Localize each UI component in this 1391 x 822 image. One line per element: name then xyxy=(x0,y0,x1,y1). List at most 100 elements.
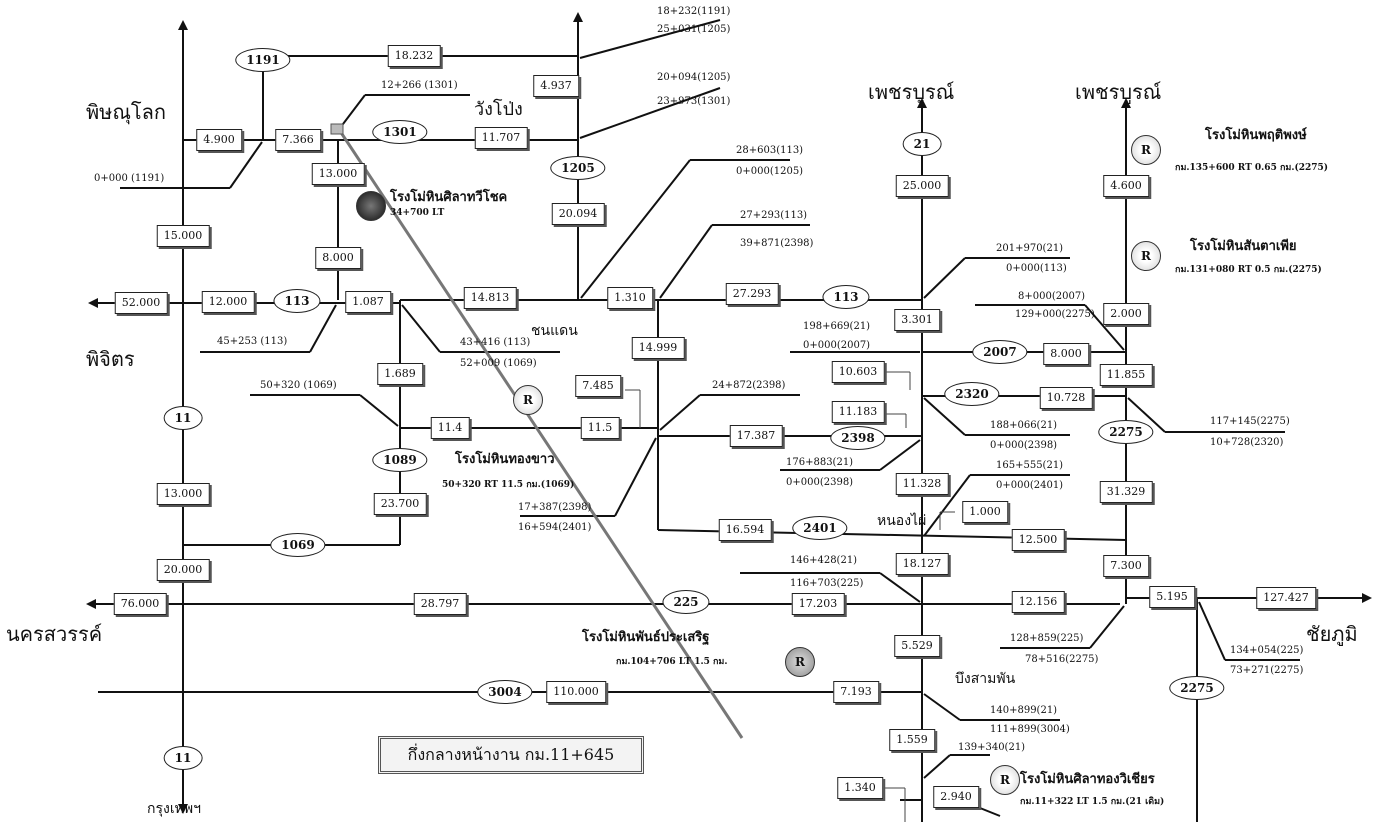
km-label: 0+000(2401) xyxy=(996,480,1064,491)
distance-box: 5.195 xyxy=(1149,586,1195,608)
leader-k32b xyxy=(879,572,921,603)
place-nakhonsawan: นครสวรรค์ xyxy=(6,622,103,646)
km-label: 10+728(2320) xyxy=(1210,437,1284,448)
distance-box: 20.000 xyxy=(156,559,210,581)
distance-box: 2.000 xyxy=(1103,303,1149,325)
distance-box: 76.000 xyxy=(113,593,167,615)
leader-k40b xyxy=(923,754,951,779)
leader-k4 xyxy=(579,87,721,139)
distance-box: 1.310 xyxy=(607,287,653,309)
km-label: 134+054(225) xyxy=(1230,645,1304,656)
distance-box: 1.689 xyxy=(377,363,423,385)
km-label: 18+232(1191) xyxy=(657,6,731,17)
distance-box: 13.000 xyxy=(156,483,210,505)
route-oval-1301: 1301 xyxy=(372,120,428,144)
distance-box: 28.797 xyxy=(413,593,467,615)
km-label: 52+009 (1069) xyxy=(460,358,537,369)
route-oval-2401: 2401 xyxy=(792,516,848,540)
leader-k3b xyxy=(339,94,366,129)
distance-box: 12.000 xyxy=(201,291,255,313)
quarry-silathawichok: โรงโม่หินศิลาทวีโชค xyxy=(390,190,508,205)
distance-box: 25.000 xyxy=(895,175,949,197)
distance-box: 8.000 xyxy=(315,247,361,269)
km-label: 165+555(21) xyxy=(996,460,1064,471)
leader-k22b xyxy=(923,397,966,436)
quarry-thongkhao: โรงโม่หินทองขาว xyxy=(455,452,555,467)
leader-k15b xyxy=(309,304,337,353)
quarry-r-marker-icon: R xyxy=(785,647,815,677)
distance-box: 15.000 xyxy=(156,225,210,247)
leader-k7b xyxy=(580,159,691,299)
place-nongphai: หนองไผ่ xyxy=(877,513,927,529)
distance-box: 16.594 xyxy=(718,519,772,541)
quarry-phanprasert: โรงโม่หินพันธ์ประเสริฐ xyxy=(582,630,710,645)
distance-box: 20.094 xyxy=(551,203,605,225)
place-chondaen: ชนแดน xyxy=(531,323,578,339)
quarry-r-marker-icon: R xyxy=(1131,135,1161,165)
km-label: 0+000 (1191) xyxy=(94,173,165,184)
km-label: 17+387(2398) xyxy=(518,502,592,513)
distance-box: 14.999 xyxy=(631,337,685,359)
km-label: 128+859(225) xyxy=(1010,633,1084,644)
distance-box: 7.193 xyxy=(833,681,879,703)
leader-k26b xyxy=(879,439,921,471)
km-label: 12+266 (1301) xyxy=(381,80,458,91)
distance-box: 4.937 xyxy=(533,75,579,97)
distance-box: 31.329 xyxy=(1099,481,1153,503)
distance-box: 11.5 xyxy=(580,417,620,439)
route-oval-113-right: 113 xyxy=(822,285,870,309)
distance-box: 12.500 xyxy=(1011,529,1065,551)
km-label: 201+970(21) xyxy=(996,243,1064,254)
route-oval-225: 225 xyxy=(662,590,710,614)
distance-box: 4.600 xyxy=(1103,175,1149,197)
km-label: 0+000(2007) xyxy=(803,340,871,351)
km-label: 111+899(3004) xyxy=(990,724,1070,735)
km-label: 0+000(113) xyxy=(1006,263,1067,274)
distance-box: 10.603 xyxy=(831,361,885,383)
distance-box: 11.855 xyxy=(1099,364,1153,386)
km-label: 23+973(1301) xyxy=(657,96,731,107)
route-oval-3004: 3004 xyxy=(477,680,533,704)
distance-box: 18.127 xyxy=(895,553,949,575)
distance-box: 11.328 xyxy=(895,473,949,495)
distance-box: 11.4 xyxy=(430,417,470,439)
distance-box: 7.485 xyxy=(575,375,621,397)
route-oval-2398: 2398 xyxy=(830,426,886,450)
distance-box: 12.156 xyxy=(1011,591,1065,613)
km-label: 0+000(2398) xyxy=(786,477,854,488)
quarry-thongkhao-km: 50+320 RT 11.5 กม.(1069) xyxy=(442,480,575,490)
km-label: 78+516(2275) xyxy=(1025,654,1099,665)
distance-box: 1.000 xyxy=(962,501,1008,523)
site-marker xyxy=(330,123,344,135)
route-oval-2320: 2320 xyxy=(944,382,1000,406)
distance-box: 11.183 xyxy=(831,401,885,423)
leader-k30b xyxy=(614,437,657,517)
quarry-phruetiphong: โรงโม่หินพฤติพงษ์ xyxy=(1205,128,1307,143)
km-label: 0+000(2398) xyxy=(990,440,1058,451)
leader-k13b xyxy=(1084,304,1125,351)
place-phetchabun-2: เพชรบูรณ์ xyxy=(1075,80,1162,104)
km-label: 129+000(2275) xyxy=(1015,309,1095,320)
place-phetchabun-1: เพชรบูรณ์ xyxy=(868,80,955,104)
route-oval-1069: 1069 xyxy=(270,533,326,557)
route-oval-1205: 1205 xyxy=(550,156,606,180)
distance-box: 10.728 xyxy=(1039,387,1093,409)
leader-k20b xyxy=(359,394,399,427)
quarry-silathawichok-km: 34+700 LT xyxy=(390,208,445,218)
distance-box: 52.000 xyxy=(114,292,168,314)
km-label: 198+669(21) xyxy=(803,321,871,332)
km-label: 117+145(2275) xyxy=(1210,416,1290,427)
distance-box: 11.707 xyxy=(474,127,528,149)
km-label: 27+293(113) xyxy=(740,210,808,221)
distance-box: 127.427 xyxy=(1256,587,1316,609)
km-label: 0+000(1205) xyxy=(736,166,804,177)
quarry-phruetiphong-km: กม.135+600 RT 0.65 กม.(2275) xyxy=(1175,163,1329,173)
leader-k36b xyxy=(1198,601,1226,661)
km-label: 50+320 (1069) xyxy=(260,380,337,391)
km-label: 45+253 (113) xyxy=(217,336,288,347)
distance-box: 1.340 xyxy=(837,777,883,799)
quarry-dark-marker-icon xyxy=(356,191,386,221)
route-oval-21: 21 xyxy=(902,132,942,156)
